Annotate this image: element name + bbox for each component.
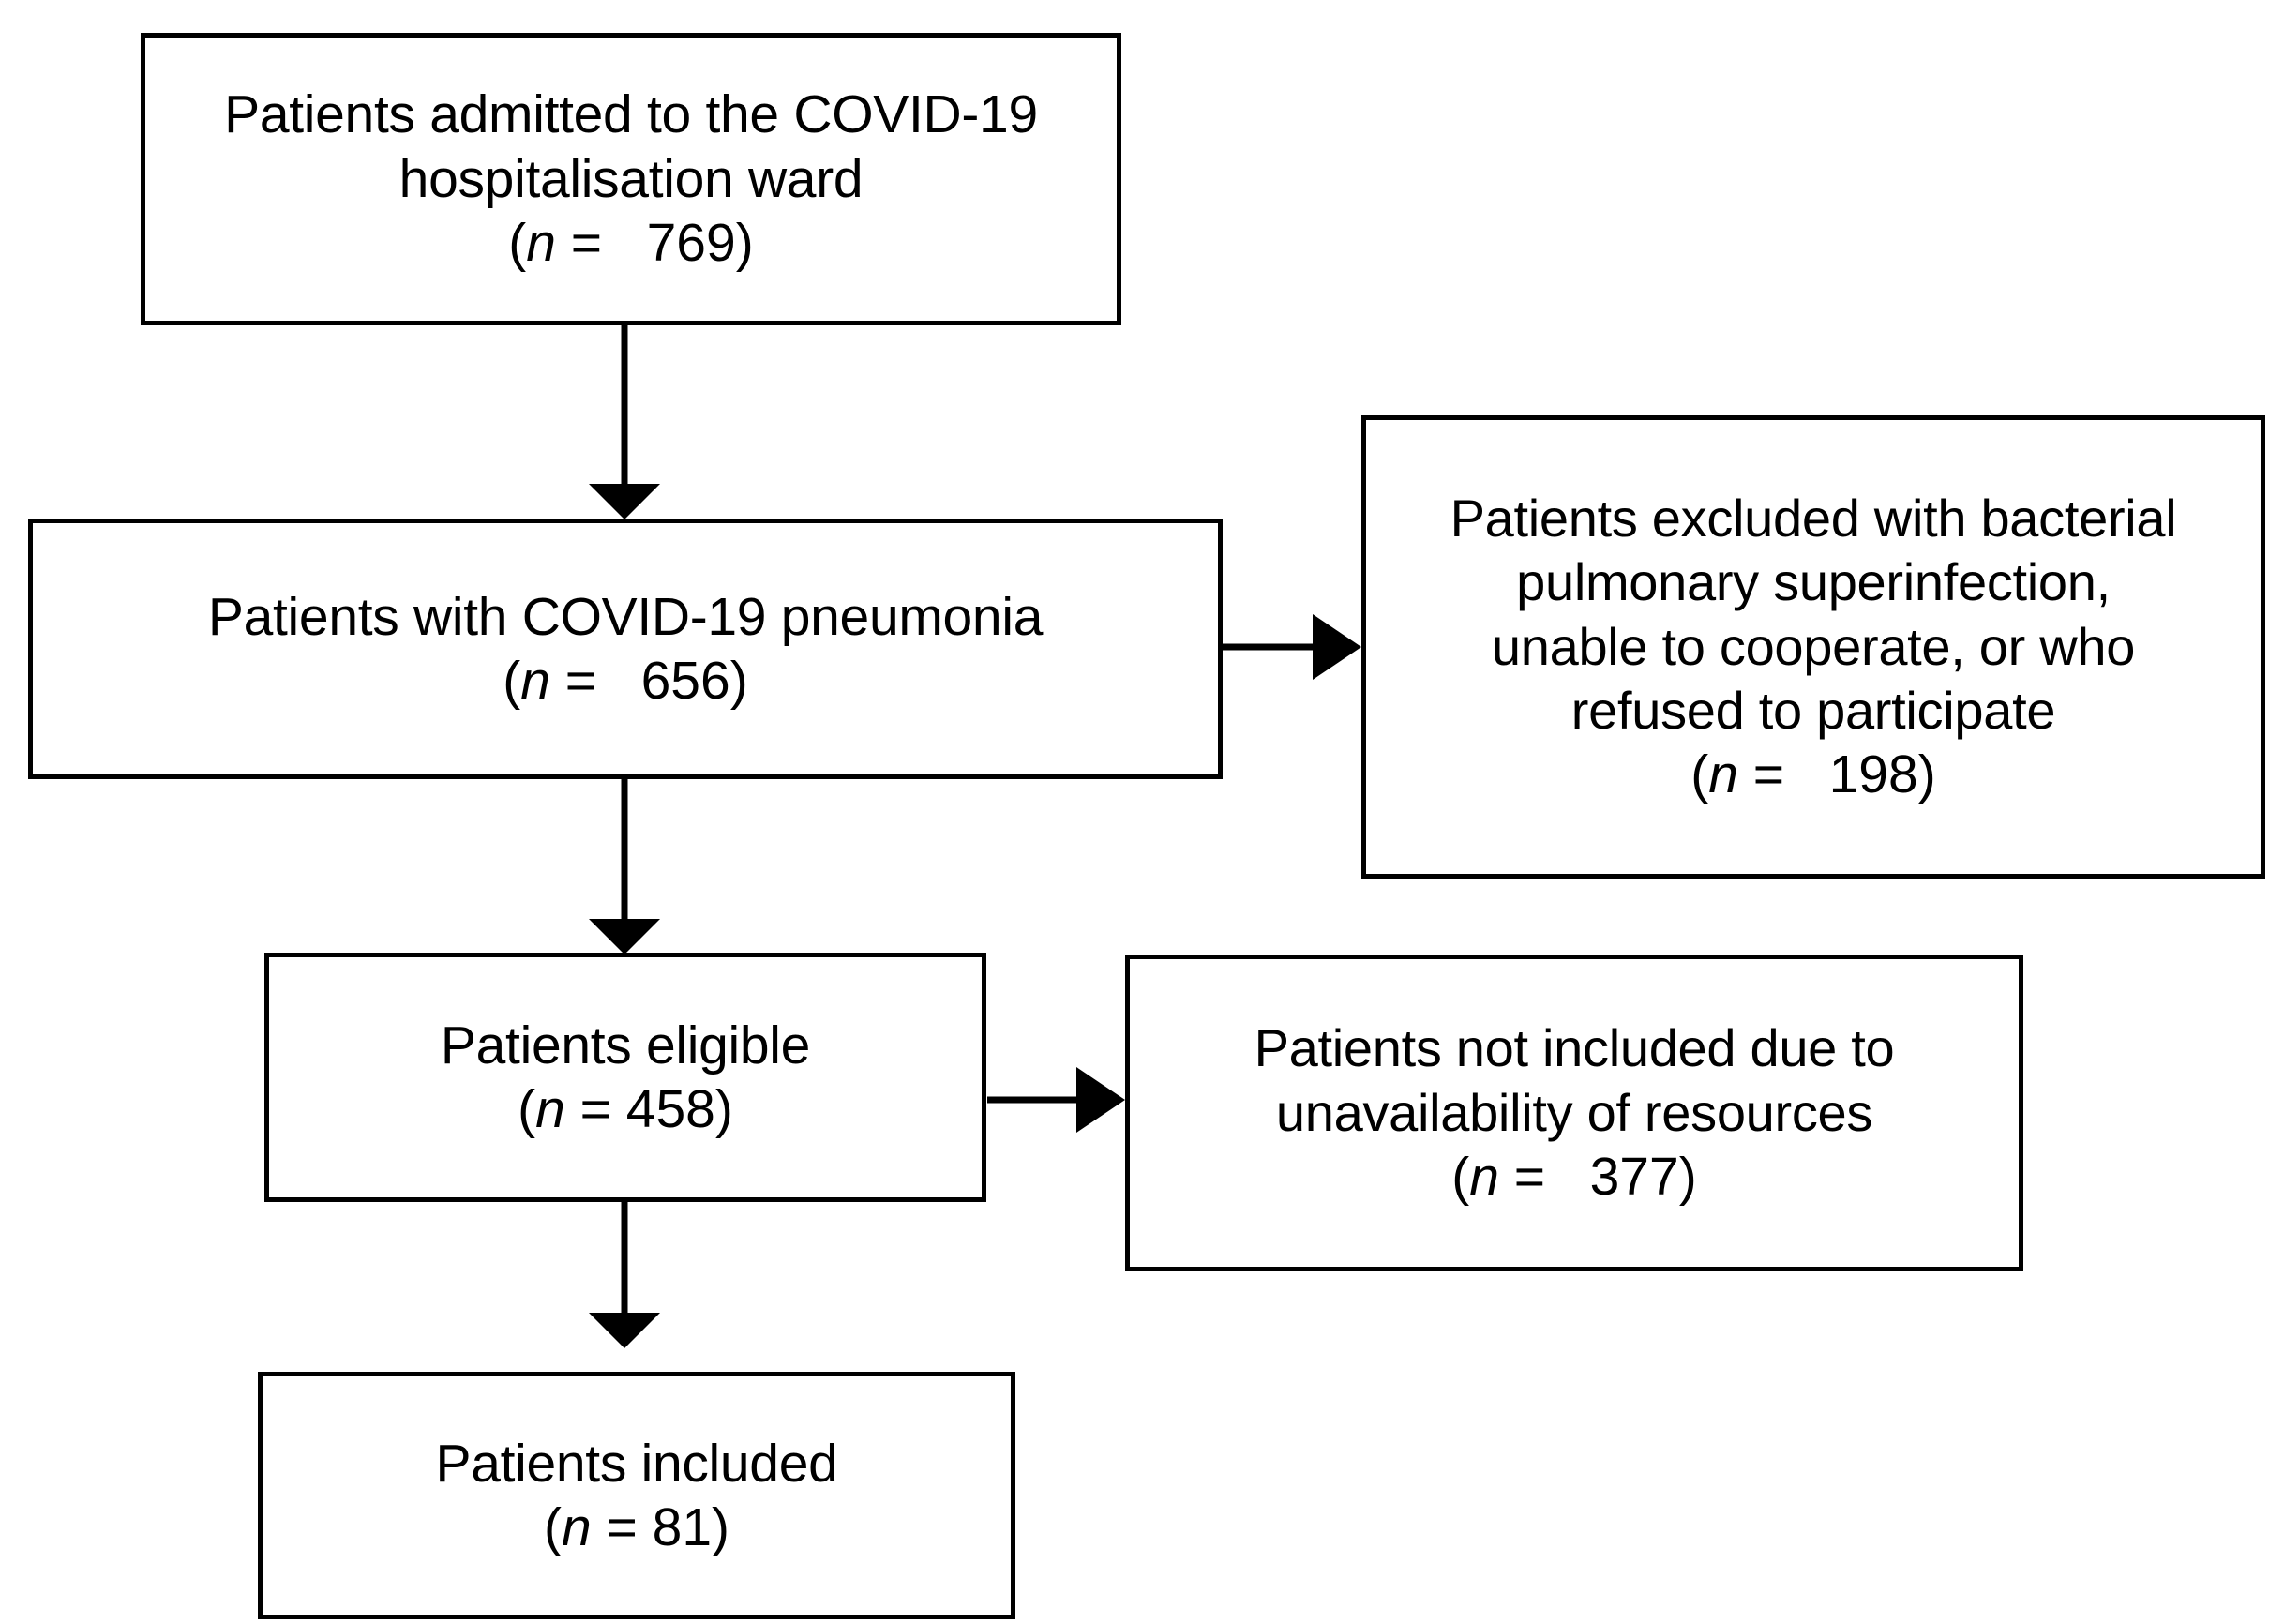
- node-excluded-count-value: 198: [1828, 744, 1918, 805]
- node-pneumonia-count-value: 656: [640, 651, 730, 711]
- node-excluded-count-symbol: n: [1708, 744, 1738, 805]
- node-eligible-count-close: ): [714, 1079, 733, 1139]
- node-patients-admitted: Patients admitted to the COVID-19 hospit…: [141, 33, 1121, 325]
- node-admitted-label: Patients admitted to the COVID-19 hospit…: [224, 84, 1038, 209]
- node-not-included-count: (n = 377): [1451, 1145, 1696, 1209]
- node-eligible-count-symbol: n: [535, 1079, 565, 1139]
- node-eligible-count-equals: =: [564, 1079, 626, 1139]
- node-not-included-count-symbol: n: [1469, 1147, 1499, 1208]
- node-patients-pneumonia: Patients with COVID-19 pneumonia (n = 65…: [28, 519, 1223, 779]
- arrow-pneumonia-to-excluded: [1223, 614, 1361, 680]
- node-included-count-close: ): [712, 1497, 730, 1557]
- node-included-count-value: 81: [652, 1497, 713, 1557]
- node-admitted-count: (n = 769): [508, 211, 753, 275]
- arrow-admitted-to-pneumonia: [589, 325, 660, 519]
- node-eligible-count: (n = 458): [518, 1077, 733, 1141]
- arrow-eligible-to-notincluded: [987, 1067, 1125, 1133]
- node-excluded-count: (n = 198): [1690, 743, 1935, 806]
- node-excluded-count-equals: =: [1737, 744, 1829, 805]
- node-included-count: (n = 81): [544, 1496, 729, 1559]
- node-pneumonia-label: Patients with COVID-19 pneumonia: [207, 586, 1044, 647]
- node-eligible-label: Patients eligible: [440, 1015, 811, 1075]
- node-pneumonia-count-symbol: n: [520, 651, 550, 711]
- node-included-label: Patients included: [435, 1433, 838, 1494]
- node-admitted-count-open: (: [508, 213, 527, 274]
- node-pneumonia-count-open: (: [503, 651, 521, 711]
- node-patients-not-included: Patients not included due to unavailabil…: [1125, 955, 2023, 1271]
- node-pneumonia-count: (n = 656): [503, 649, 747, 713]
- node-pneumonia-count-equals: =: [549, 651, 641, 711]
- arrow-pneumonia-to-eligible: [589, 779, 660, 955]
- node-included-count-symbol: n: [561, 1497, 592, 1557]
- node-included-count-equals: =: [591, 1497, 653, 1557]
- node-not-included-count-value: 377: [1589, 1147, 1679, 1208]
- node-not-included-count-open: (: [1451, 1147, 1470, 1208]
- node-eligible-count-value: 458: [625, 1079, 715, 1139]
- node-patients-eligible: Patients eligible (n = 458): [264, 953, 986, 1202]
- node-not-included-count-equals: =: [1498, 1147, 1590, 1208]
- node-patients-excluded: Patients excluded with bacterial pulmona…: [1361, 415, 2265, 879]
- node-admitted-count-close: ): [735, 213, 754, 274]
- node-included-count-open: (: [543, 1497, 562, 1557]
- node-admitted-count-equals: =: [555, 213, 647, 274]
- node-admitted-count-value: 769: [646, 213, 736, 274]
- node-not-included-label: Patients not included due to unavailabil…: [1254, 1018, 1895, 1142]
- node-patients-included: Patients included (n = 81): [258, 1372, 1015, 1619]
- node-excluded-count-open: (: [1690, 744, 1709, 805]
- node-not-included-count-close: ): [1678, 1147, 1697, 1208]
- node-excluded-count-close: ): [1917, 744, 1936, 805]
- node-admitted-count-symbol: n: [526, 213, 556, 274]
- node-eligible-count-open: (: [518, 1079, 536, 1139]
- node-excluded-label: Patients excluded with bacterial pulmona…: [1450, 489, 2177, 741]
- arrow-eligible-to-included: [589, 1202, 660, 1348]
- node-pneumonia-count-close: ): [729, 651, 748, 711]
